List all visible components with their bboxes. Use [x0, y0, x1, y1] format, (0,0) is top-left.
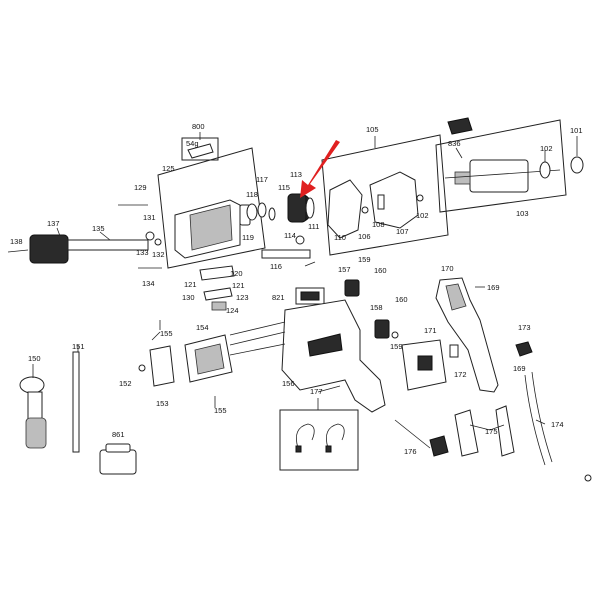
callout-119: 119	[242, 233, 254, 242]
callout-117: 117	[256, 175, 268, 184]
callout-169-a: 169	[487, 283, 500, 292]
callout-123: 123	[236, 293, 249, 302]
callout-159-b: 159	[390, 342, 403, 351]
callout-135: 135	[92, 224, 105, 233]
callout-54g: 54g	[186, 139, 199, 148]
callout-173: 173	[518, 323, 531, 332]
brush-parts	[295, 423, 345, 453]
callout-156: 156	[282, 379, 295, 388]
callout-800: 800	[192, 122, 205, 131]
callout-106: 106	[358, 232, 371, 241]
callout-118: 118	[246, 190, 258, 199]
panel-105-field-housing	[321, 134, 449, 256]
callout-138: 138	[10, 237, 23, 246]
callout-151: 151	[72, 342, 85, 351]
cord-guard-parts	[429, 405, 515, 457]
panel-177-brushes	[279, 409, 359, 471]
armature-part	[444, 117, 584, 193]
callout-133: 133	[136, 248, 149, 257]
callout-111: 111	[308, 222, 319, 231]
callout-114: 114	[284, 231, 296, 240]
callout-129: 129	[134, 183, 147, 192]
bearing-set	[246, 202, 276, 221]
callout-137: 137	[47, 219, 60, 228]
callout-174: 174	[551, 420, 564, 429]
callout-101: 101	[570, 126, 583, 135]
callout-121-a: 121	[184, 280, 197, 289]
panel-125-gear-housing	[157, 147, 266, 269]
red-arrow-icon	[300, 140, 340, 198]
callout-116: 116	[270, 262, 282, 271]
callout-102-a: 102	[540, 144, 553, 153]
callout-150: 150	[28, 354, 41, 363]
leader-lines	[32, 132, 578, 449]
callout-154: 154	[196, 323, 209, 332]
callout-153: 153	[156, 399, 169, 408]
callout-labels: 800 54g 105 836 101 102 125 113 115 117 …	[10, 122, 583, 456]
callout-124: 124	[226, 306, 239, 315]
callout-105: 105	[366, 125, 379, 134]
screws-parts	[138, 320, 216, 408]
callout-172: 172	[454, 370, 467, 379]
callout-155-b: 155	[214, 406, 227, 415]
switch-parts	[344, 279, 399, 339]
callout-102-b: 102	[416, 211, 429, 220]
gear-housing-part	[174, 199, 251, 259]
case-part	[99, 443, 137, 475]
callout-170: 170	[441, 264, 454, 273]
main-housing-part	[229, 299, 386, 413]
nut-part	[515, 341, 533, 357]
callout-155-a: 155	[160, 329, 173, 338]
callout-130: 130	[182, 293, 195, 302]
callout-134: 134	[142, 279, 155, 288]
callout-131: 131	[143, 213, 156, 222]
callout-177: 177	[310, 387, 323, 396]
callout-103: 103	[516, 209, 529, 218]
callout-113: 113	[290, 170, 302, 179]
callout-160-a: 160	[374, 266, 387, 275]
rear-handle-part	[435, 277, 499, 393]
callout-125: 125	[162, 164, 175, 173]
callout-821: 821	[272, 293, 285, 302]
callout-121-b: 121	[232, 281, 245, 290]
callout-159-a: 159	[358, 255, 371, 264]
side-handle-part	[19, 376, 47, 449]
callout-107: 107	[396, 227, 409, 236]
cable-part	[524, 371, 553, 466]
callout-110: 110	[334, 233, 346, 242]
label-821-part	[295, 287, 325, 305]
callout-158: 158	[370, 303, 383, 312]
callout-157: 157	[338, 265, 351, 274]
callout-120: 120	[230, 269, 243, 278]
callout-175: 175	[485, 427, 498, 436]
ce-mark-icon	[584, 474, 592, 482]
callout-169-b: 169	[513, 364, 526, 373]
pinion-gear-part	[287, 193, 315, 223]
stator-part	[149, 334, 233, 387]
callout-108: 108	[372, 220, 385, 229]
callout-152: 152	[119, 379, 132, 388]
shaft-part	[261, 235, 311, 259]
callout-132: 132	[152, 250, 165, 259]
field-housing-parts	[327, 171, 424, 239]
chuck-part	[7, 204, 162, 269]
switch-lever-parts	[199, 265, 235, 311]
callout-176: 176	[404, 447, 417, 456]
callout-115: 115	[278, 183, 290, 192]
callout-861: 861	[112, 430, 125, 439]
panel-103-armature	[435, 119, 567, 213]
switch-module-part	[401, 339, 459, 391]
callout-171: 171	[424, 326, 437, 335]
depth-rod-part	[72, 351, 80, 453]
callout-160-b: 160	[395, 295, 408, 304]
callout-836: 836	[448, 139, 461, 148]
